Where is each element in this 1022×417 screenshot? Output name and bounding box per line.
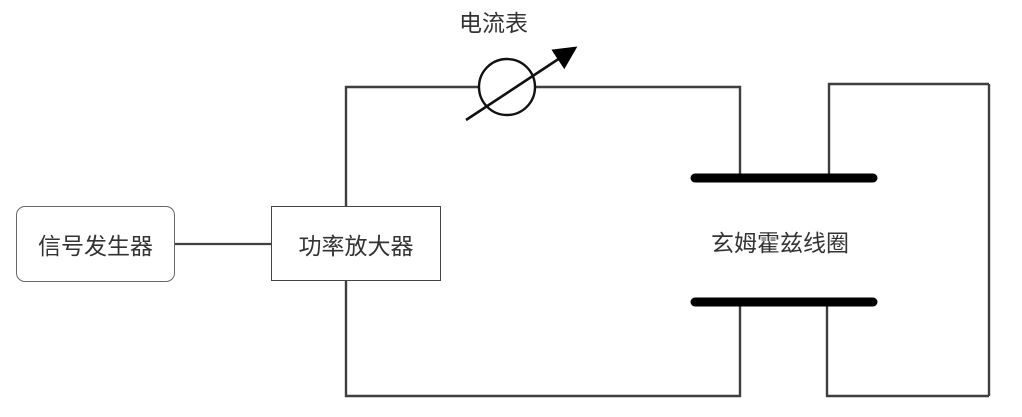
wire-right-rail-to-bottom-coil (825, 302, 989, 398)
signal-generator-label: 信号发生器 (38, 233, 153, 259)
helmholtz-coil-label: 玄姆霍兹线圈 (711, 230, 849, 256)
wire-amplifier-top-to-ammeter (344, 85, 479, 206)
signal-generator-box[interactable]: 信号发生器 (16, 206, 175, 282)
power-amplifier-box[interactable]: 功率放大器 (271, 206, 441, 281)
wire-top-coil-to-right-rail (827, 82, 989, 178)
power-amplifier-label: 功率放大器 (298, 232, 414, 259)
wire-ammeter-to-top-coil (535, 85, 742, 178)
wire-bottom-coil-to-amplifier (344, 281, 742, 398)
ammeter-arrow-icon (465, 46, 578, 122)
ammeter-label: 电流表 (459, 10, 528, 36)
